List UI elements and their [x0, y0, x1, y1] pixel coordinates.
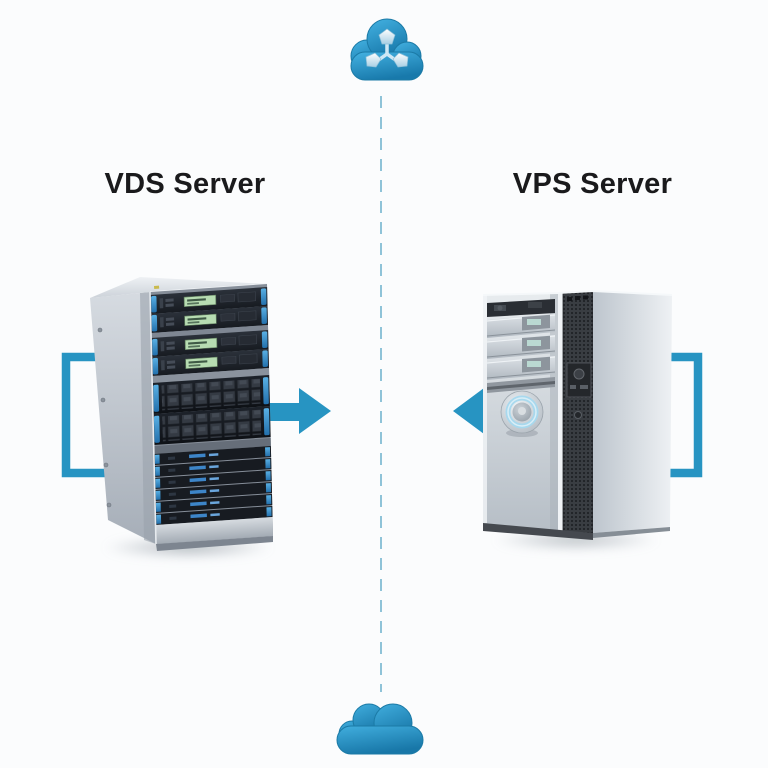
vps-server-label: VPS Server	[512, 168, 673, 200]
rack-units	[149, 286, 273, 544]
power-button	[500, 390, 544, 437]
rack-top-panel	[90, 277, 267, 298]
cluster-symbol	[365, 28, 409, 68]
cloud-icon	[336, 703, 424, 755]
vds-server-illustration	[90, 277, 273, 551]
rack-base-skirt	[156, 536, 273, 551]
vps-server-illustration	[482, 289, 673, 540]
right-bracket-icon	[668, 352, 703, 478]
drive-bays	[486, 313, 556, 393]
tower-base	[483, 523, 593, 540]
arrow-right-icon	[255, 388, 331, 434]
rack-side-panel	[90, 292, 156, 544]
vds-server-label: VDS Server	[104, 168, 266, 200]
tower-vent-mesh	[562, 290, 594, 534]
tower-top-bay	[487, 299, 555, 317]
tower-side-panel	[593, 291, 672, 533]
cloud-cluster-icon	[350, 18, 424, 81]
vertical-dashed-divider	[380, 96, 382, 692]
